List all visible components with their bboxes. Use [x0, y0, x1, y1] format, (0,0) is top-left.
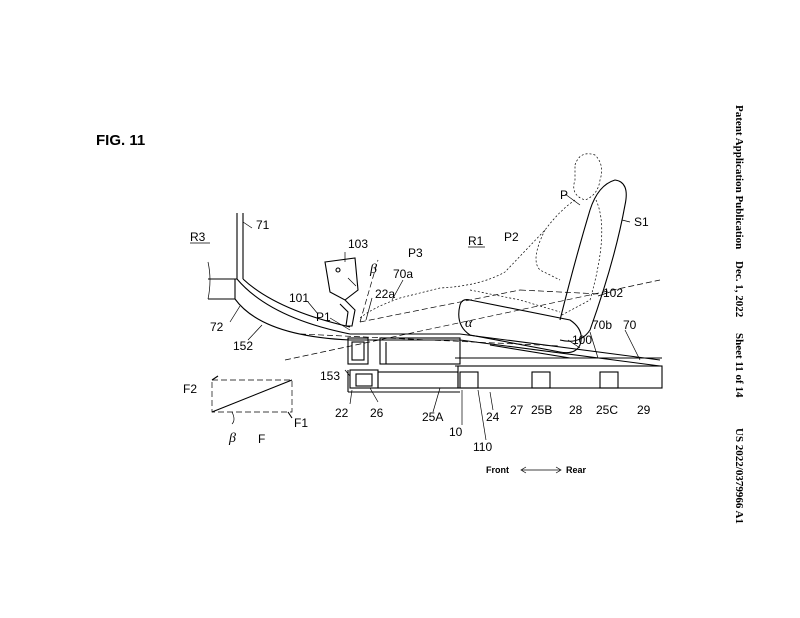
label-70b: 70b	[592, 318, 612, 332]
label-beta-top: β	[369, 262, 377, 277]
label-24: 24	[486, 410, 500, 424]
label-10: 10	[449, 425, 463, 439]
label-R1: R1	[468, 234, 484, 248]
rear-label: Rear	[566, 465, 587, 475]
label-110: 110	[473, 440, 492, 454]
label-22: 22	[335, 406, 349, 420]
header-number: US 2022/0379966 A1	[733, 428, 745, 524]
label-alpha: α	[465, 316, 473, 331]
label-27: 27	[510, 403, 524, 417]
pedal	[324, 257, 359, 327]
label-F2: F2	[183, 382, 197, 396]
label-103: 103	[348, 237, 368, 251]
dash-panel	[207, 213, 351, 341]
label-70: 70	[623, 318, 637, 332]
header-publication: Patent Application Publication	[733, 105, 745, 249]
label-25A: 25A	[422, 410, 443, 424]
leader-lines	[229, 193, 641, 441]
label-25C: 25C	[596, 403, 618, 417]
label-70a: 70a	[393, 267, 413, 281]
label-P3: P3	[408, 246, 423, 260]
label-153: 153	[320, 369, 340, 383]
frame-structure	[347, 337, 663, 393]
label-26: 26	[370, 406, 384, 420]
label-F: F	[258, 432, 265, 446]
label-72: 72	[210, 320, 224, 334]
label-F1: F1	[294, 416, 308, 430]
label-beta-bottom: β	[228, 431, 236, 446]
occupant	[359, 153, 603, 319]
figure-title: FIG. 11	[96, 132, 145, 149]
direction-indicator: Front Rear	[486, 465, 587, 475]
label-102: 102	[603, 286, 623, 300]
seat	[458, 179, 627, 359]
label-29: 29	[637, 403, 651, 417]
label-P1: P1	[316, 310, 331, 324]
floor-panel	[350, 333, 662, 367]
label-22a: 22a	[375, 287, 395, 301]
label-P: P	[560, 188, 568, 202]
header-date: Dec. 1, 2022	[733, 261, 745, 318]
label-101: 101	[289, 291, 309, 305]
label-28: 28	[569, 403, 583, 417]
header-sheet: Sheet 11 of 14	[733, 333, 745, 398]
label-R3: R3	[190, 230, 206, 244]
front-label: Front	[486, 465, 509, 475]
label-71: 71	[256, 218, 270, 232]
force-diagram	[211, 375, 293, 425]
reference-lines	[284, 259, 661, 361]
label-100: 100	[572, 333, 592, 347]
label-S1: S1	[634, 215, 649, 229]
label-152: 152	[233, 339, 253, 353]
label-P2: P2	[504, 230, 519, 244]
reference-labels: P S1 71 R3 103 R1 P2 P3 β 70a 22a 101 10…	[183, 188, 651, 454]
page-header: Patent Application Publication Dec. 1, 2…	[733, 105, 745, 524]
label-25B: 25B	[531, 403, 552, 417]
